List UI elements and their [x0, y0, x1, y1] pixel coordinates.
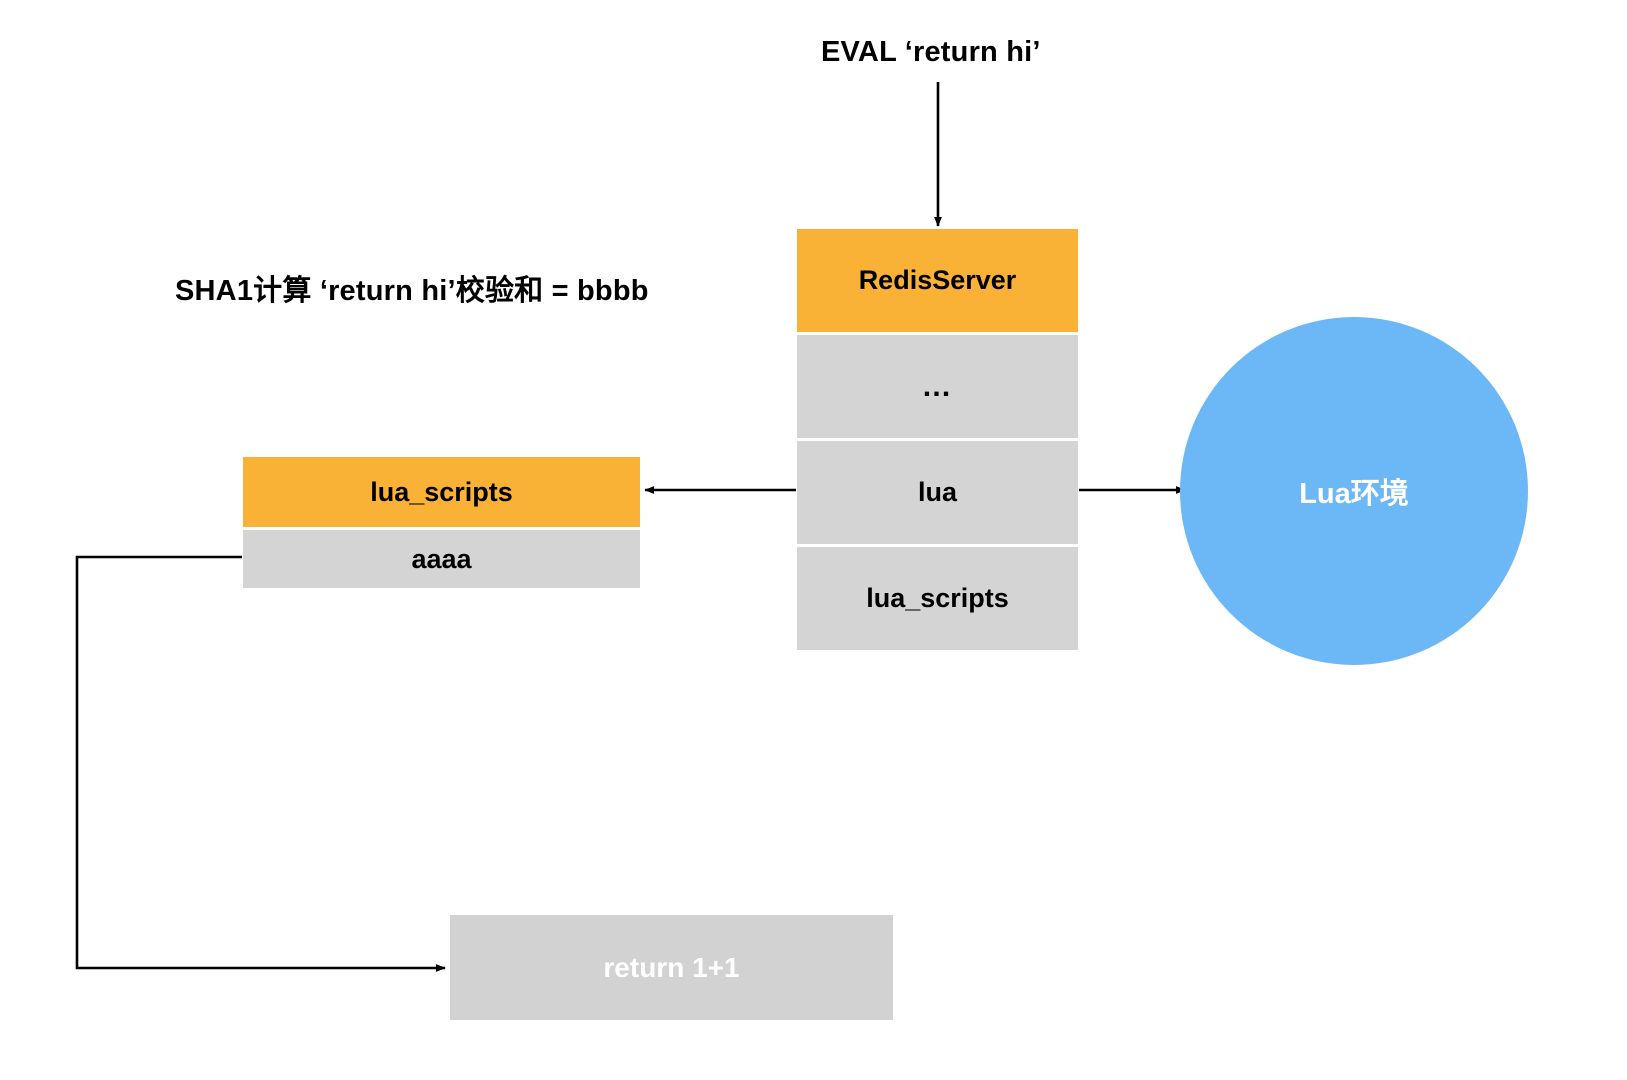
lua-scripts-table-entry-aaaa: aaaa [243, 530, 640, 588]
redis-server-stack: RedisServer … lua lua_scripts [797, 229, 1078, 650]
script-body-box: return 1+1 [450, 915, 893, 1020]
sha1-checksum-note: SHA1计算 ‘return hi’校验和 = bbbb [175, 275, 649, 307]
eval-command-label: EVAL ‘return hi’ [821, 36, 1041, 68]
redis-server-row-lua: lua [797, 441, 1078, 544]
lua-scripts-table-header: lua_scripts [243, 457, 640, 527]
lua-scripts-table: lua_scripts aaaa [243, 457, 640, 588]
redis-server-row-title: RedisServer [797, 229, 1078, 332]
lua-environment-circle: Lua环境 [1180, 317, 1528, 665]
redis-server-row-ellipsis: … [797, 335, 1078, 438]
connector-aaaa-to-script-body [75, 555, 446, 972]
redis-server-row-lua-scripts: lua_scripts [797, 547, 1078, 650]
